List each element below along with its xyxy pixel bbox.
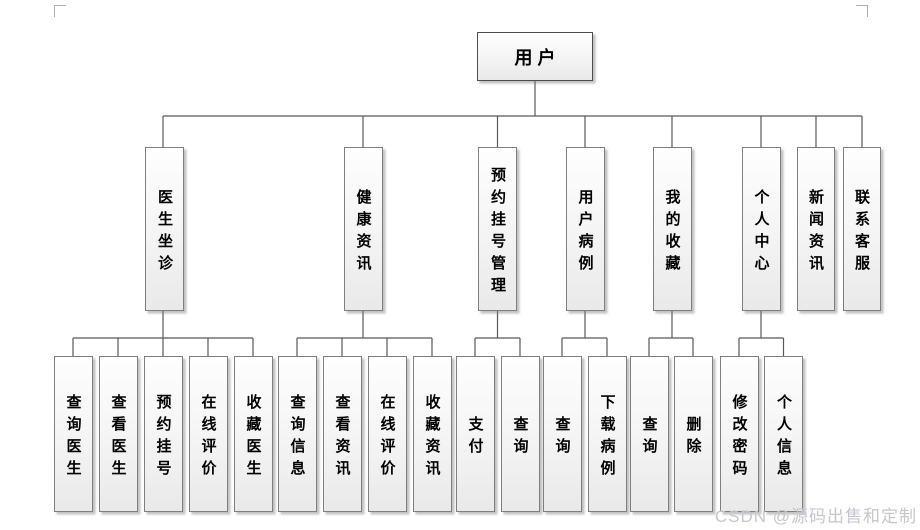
leaf-label: 修改密码 <box>730 393 748 482</box>
leaf-node-personal-info: 个人信息 <box>764 356 803 512</box>
leaf-label: 查看医生 <box>109 393 127 482</box>
branch-node-news-info: 新闻资讯 <box>796 147 835 311</box>
leaf-label: 查询 <box>640 415 658 460</box>
leaf-label: 查询医生 <box>64 393 82 482</box>
leaf-node-delete-favorite: 删除 <box>673 356 713 512</box>
root-node-user: 用户 <box>477 32 593 81</box>
watermark: CSDN @源码出售和定制 <box>714 507 917 526</box>
branch-node-contact-service: 联系客服 <box>842 147 881 311</box>
branch-label: 新闻资讯 <box>807 188 824 277</box>
leaf-node-online-review-news: 在线评价 <box>367 356 407 512</box>
leaf-node-query-appointment: 查询 <box>500 356 540 512</box>
leaf-label: 个人信息 <box>775 393 792 482</box>
leaf-node-query-case: 查询 <box>542 356 582 512</box>
leaf-label: 下载病例 <box>598 393 616 482</box>
branch-node-health-info: 健康资讯 <box>343 147 383 311</box>
leaf-node-query-favorite: 查询 <box>629 356 669 512</box>
leaf-node-download-case: 下载病例 <box>587 356 627 512</box>
leaf-label: 查询 <box>511 415 529 460</box>
branch-node-appointment-management: 预约挂号管理 <box>478 147 517 311</box>
branch-label: 预约挂号管理 <box>489 166 506 299</box>
page-corner-mark-left <box>54 5 66 17</box>
leaf-node-favorite-news: 收藏资讯 <box>412 356 452 512</box>
leaf-label: 收藏医生 <box>244 393 262 482</box>
branch-label: 用户病例 <box>576 188 594 277</box>
branch-label: 个人中心 <box>752 188 770 277</box>
branch-label: 健康资讯 <box>354 188 372 277</box>
branch-node-personal-center: 个人中心 <box>741 147 781 311</box>
leaf-label: 收藏资讯 <box>423 393 441 482</box>
leaf-node-query-doctor: 查询医生 <box>53 356 93 512</box>
leaf-node-online-review-doctor: 在线评价 <box>188 356 228 512</box>
branch-label: 联系客服 <box>853 188 870 277</box>
leaf-node-favorite-doctor: 收藏医生 <box>233 356 273 512</box>
leaf-node-view-doctor: 查看医生 <box>98 356 138 512</box>
branch-node-my-favorites: 我的收藏 <box>652 147 692 311</box>
branch-label: 我的收藏 <box>663 188 681 277</box>
leaf-label: 查看资讯 <box>333 393 351 482</box>
leaf-label: 预约挂号 <box>154 393 172 482</box>
leaf-node-change-password: 修改密码 <box>719 356 759 512</box>
leaf-label: 删除 <box>684 415 702 460</box>
leaf-label: 支付 <box>466 415 484 460</box>
leaf-label: 查询 <box>553 415 571 460</box>
leaf-label: 在线评价 <box>378 393 396 482</box>
leaf-node-query-info: 查询信息 <box>277 356 317 512</box>
branch-node-doctor-visits: 医生坐诊 <box>145 147 184 311</box>
branch-label: 医生坐诊 <box>156 188 173 277</box>
leaf-node-view-news: 查看资讯 <box>322 356 362 512</box>
leaf-label: 在线评价 <box>199 393 217 482</box>
leaf-node-book-appointment: 预约挂号 <box>143 356 183 512</box>
leaf-label: 查询信息 <box>288 393 306 482</box>
leaf-node-pay: 支付 <box>455 356 495 512</box>
branch-node-user-cases: 用户病例 <box>565 147 605 311</box>
page-corner-mark-right <box>856 5 868 17</box>
